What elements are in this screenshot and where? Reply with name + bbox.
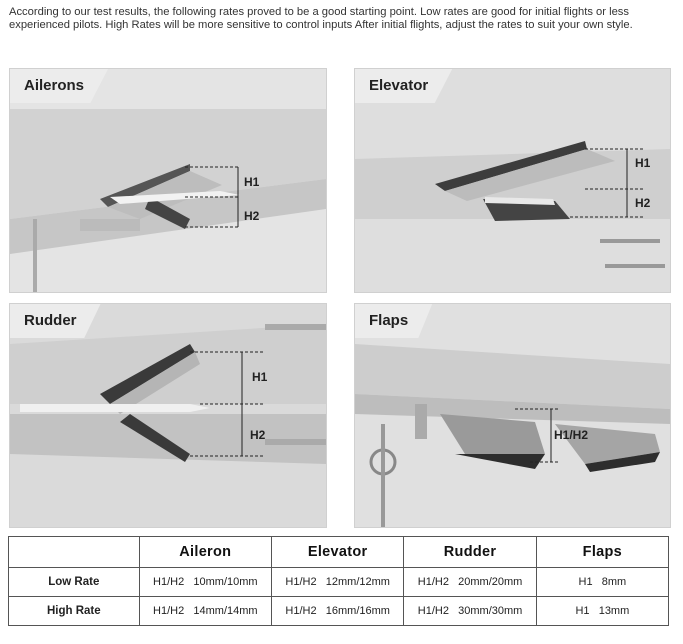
rudder-illustration bbox=[10, 304, 326, 527]
ailerons-h2-label: H2 bbox=[244, 209, 260, 223]
high-rate-flaps: H1 13mm bbox=[535, 596, 670, 626]
low-rate-flaps: H1 8mm bbox=[535, 567, 670, 597]
table-header-blank bbox=[8, 536, 140, 568]
table-header-elevator: Elevator bbox=[270, 536, 405, 568]
rudder-h2-label: H2 bbox=[250, 428, 266, 442]
table-header-row: Aileron Elevator Rudder Flaps bbox=[8, 536, 670, 568]
table-row: Low Rate H1/H2 10mm/10mm H1/H2 12mm/12mm… bbox=[8, 567, 670, 597]
elevator-h1-label: H1 bbox=[635, 156, 651, 170]
ailerons-h1-label: H1 bbox=[244, 175, 260, 189]
elevator-h2-label: H2 bbox=[635, 196, 651, 210]
ailerons-title: Ailerons bbox=[10, 69, 109, 103]
low-rate-aileron: H1/H2 10mm/10mm bbox=[138, 567, 272, 597]
flaps-illustration bbox=[355, 304, 670, 527]
row-label-low-rate: Low Rate bbox=[8, 567, 140, 597]
elevator-title: Elevator bbox=[355, 69, 453, 103]
elevator-panel: Elevator H1 H2 bbox=[354, 68, 671, 293]
table-header-rudder: Rudder bbox=[403, 536, 537, 568]
ailerons-panel: Ailerons H1 H2 bbox=[9, 68, 327, 293]
high-rate-aileron: H1/H2 14mm/14mm bbox=[138, 596, 272, 626]
rates-table: Aileron Elevator Rudder Flaps Low Rate H… bbox=[8, 536, 670, 626]
low-rate-elevator: H1/H2 12mm/12mm bbox=[270, 567, 405, 597]
high-rate-elevator: H1/H2 16mm/16mm bbox=[270, 596, 405, 626]
table-header-aileron: Aileron bbox=[138, 536, 272, 568]
intro-text: According to our test results, the follo… bbox=[9, 6, 633, 32]
rudder-h1-label: H1 bbox=[252, 370, 268, 384]
flaps-panel: Flaps H1/H2 bbox=[354, 303, 671, 528]
rudder-panel: Rudder H1 H2 bbox=[9, 303, 327, 528]
low-rate-rudder: H1/H2 20mm/20mm bbox=[403, 567, 537, 597]
elevator-illustration bbox=[355, 69, 670, 292]
table-header-flaps: Flaps bbox=[535, 536, 670, 568]
high-rate-rudder: H1/H2 30mm/30mm bbox=[403, 596, 537, 626]
ailerons-illustration bbox=[10, 69, 326, 292]
table-row: High Rate H1/H2 14mm/14mm H1/H2 16mm/16m… bbox=[8, 596, 670, 626]
rudder-title: Rudder bbox=[10, 304, 101, 338]
row-label-high-rate: High Rate bbox=[8, 596, 140, 626]
flaps-h-label: H1/H2 bbox=[554, 428, 589, 442]
flaps-title: Flaps bbox=[355, 304, 433, 338]
